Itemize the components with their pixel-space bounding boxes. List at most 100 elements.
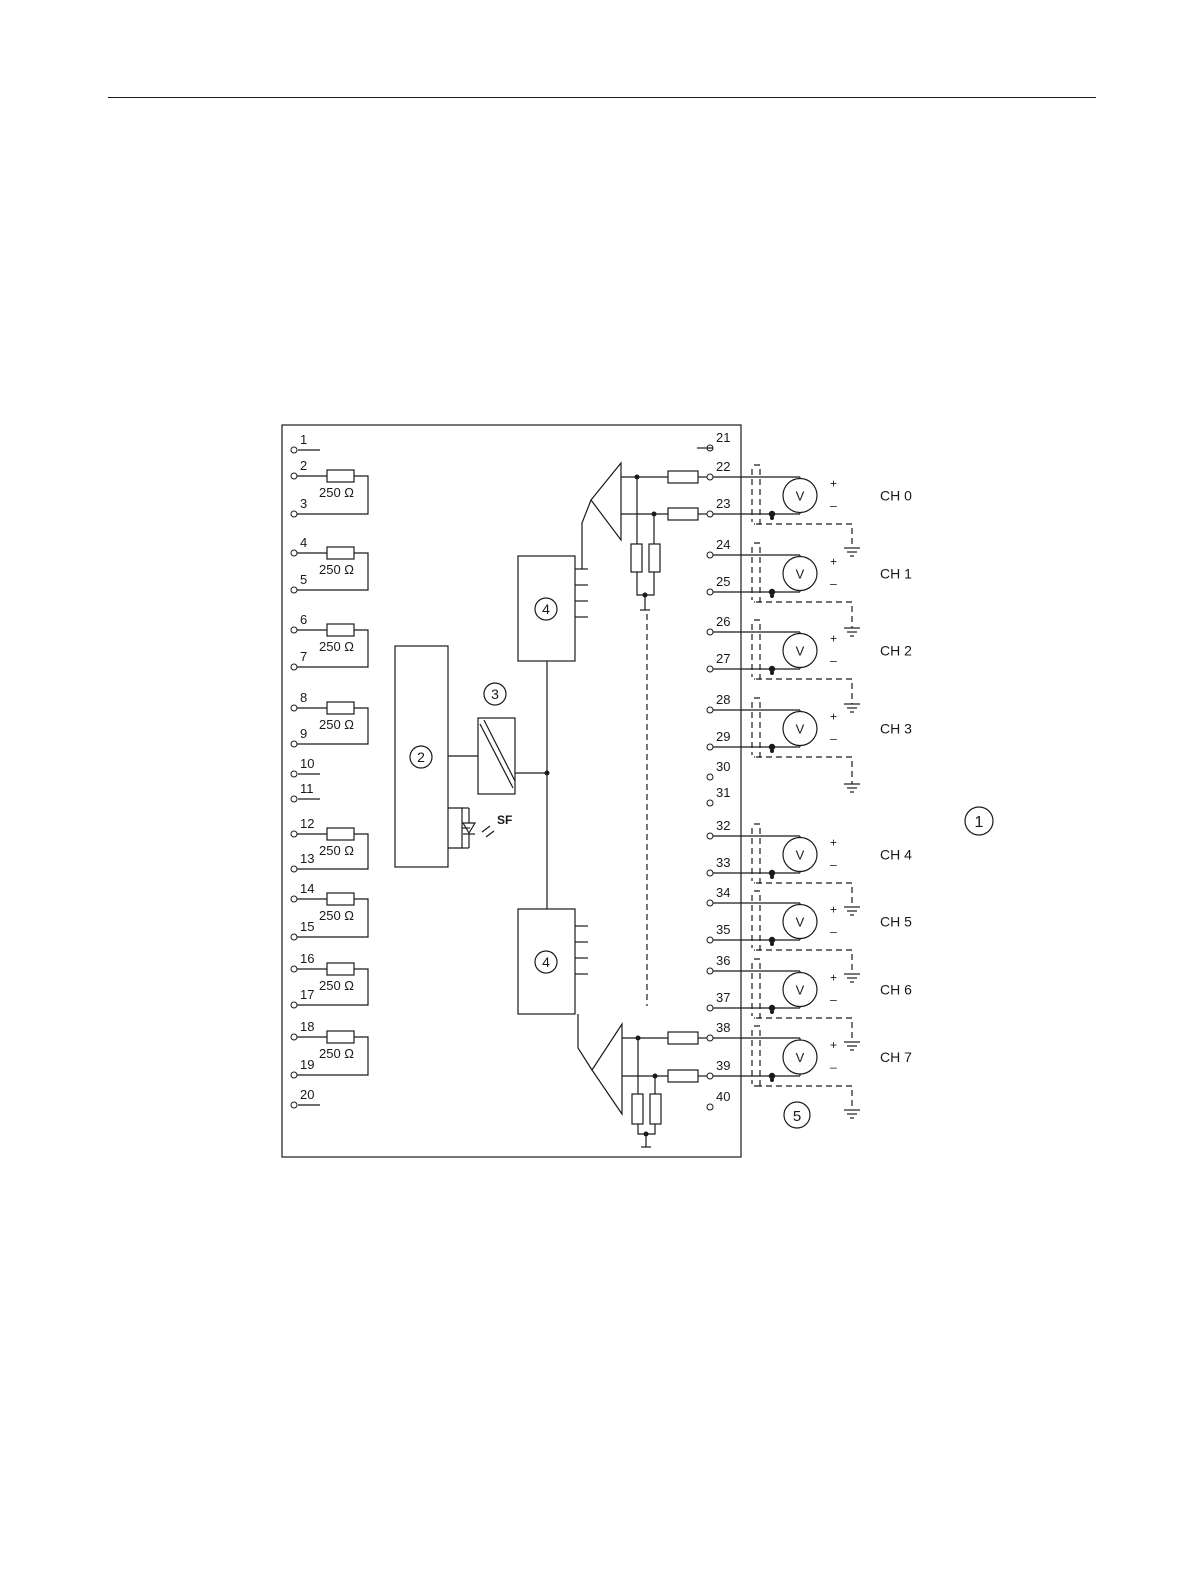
cable-shield [754, 543, 760, 602]
channel-label: CH 3 [880, 721, 912, 737]
terminal-9 [291, 741, 297, 747]
voltage-source-symbol: V [796, 489, 805, 504]
terminal-28 [707, 707, 713, 713]
terminal-38 [707, 1035, 713, 1041]
terminal-label-21: 21 [716, 430, 730, 445]
terminal-22 [707, 474, 713, 480]
channel-ch2: V+–CH 2 [713, 620, 912, 712]
terminal-4 [291, 550, 297, 556]
sf-led-label: SF [497, 813, 512, 827]
channel-label: CH 7 [880, 1049, 912, 1065]
minus-sign: – [830, 732, 837, 746]
terminal-label-17: 17 [300, 987, 314, 1002]
resistor-value-label: 250 Ω [319, 908, 354, 923]
plus-sign: + [830, 710, 837, 724]
terminal-label-8: 8 [300, 690, 307, 705]
channel-label: CH 5 [880, 914, 912, 930]
terminal-label-2: 2 [300, 458, 307, 473]
voltage-source-symbol: V [796, 848, 805, 863]
terminal-16 [291, 966, 297, 972]
terminal-40 [707, 1104, 713, 1110]
cable-shield [754, 698, 760, 757]
channel-ch4: V+–CH 4 [713, 824, 912, 915]
terminal-label-4: 4 [300, 535, 307, 550]
terminal-label-24: 24 [716, 537, 730, 552]
channel-label: CH 0 [880, 488, 912, 504]
terminal-13 [291, 866, 297, 872]
terminal-2 [291, 473, 297, 479]
terminal-33 [707, 870, 713, 876]
terminal-label-1: 1 [300, 432, 307, 447]
cable-shield [754, 959, 760, 1018]
terminal-label-31: 31 [716, 785, 730, 800]
terminal-19 [291, 1072, 297, 1078]
channel-label: CH 1 [880, 566, 912, 582]
cable-shield [754, 824, 760, 883]
shield-ground-link [756, 602, 852, 628]
channel-label: CH 6 [880, 982, 912, 998]
callout-4-upper-label: 4 [542, 601, 550, 617]
channel-ch6: V+–CH 6 [713, 959, 912, 1050]
plus-sign: + [830, 836, 837, 850]
terminal-label-36: 36 [716, 953, 730, 968]
terminal-label-25: 25 [716, 574, 730, 589]
terminal-3 [291, 511, 297, 517]
terminal-35 [707, 937, 713, 943]
callout-3-label: 3 [491, 686, 499, 702]
minus-sign: – [830, 993, 837, 1007]
terminal-26 [707, 629, 713, 635]
minus-sign: – [830, 654, 837, 668]
terminal-label-26: 26 [716, 614, 730, 629]
resistor-value-label: 250 Ω [319, 639, 354, 654]
terminal-label-33: 33 [716, 855, 730, 870]
callout-1-label: 1 [975, 814, 984, 831]
minus-sign: – [830, 858, 837, 872]
terminal-7 [291, 664, 297, 670]
callout-2-label: 2 [417, 749, 425, 765]
terminal-label-23: 23 [716, 496, 730, 511]
terminal-label-15: 15 [300, 919, 314, 934]
terminal-10 [291, 771, 297, 777]
minus-sign: – [830, 499, 837, 513]
cable-shield [754, 1026, 760, 1086]
channel-ch0: V + – CH 0 [713, 465, 912, 556]
voltage-source-symbol: V [796, 722, 805, 737]
cable-shield [754, 891, 760, 950]
terminal-label-7: 7 [300, 649, 307, 664]
voltage-source-symbol: V [796, 1050, 805, 1065]
terminal-label-18: 18 [300, 1019, 314, 1034]
minus-sign: – [830, 577, 837, 591]
terminal-20 [291, 1102, 297, 1108]
channel-ch3: V + – CH 3 [713, 698, 912, 792]
terminal-label-27: 27 [716, 651, 730, 666]
plus-sign: + [830, 903, 837, 917]
terminal-label-39: 39 [716, 1058, 730, 1073]
terminal-label-6: 6 [300, 612, 307, 627]
voltage-source-symbol: V [796, 567, 805, 582]
terminal-label-10: 10 [300, 756, 314, 771]
minus-sign: – [830, 1060, 837, 1074]
terminal-label-9: 9 [300, 726, 307, 741]
terminal-1 [291, 447, 297, 453]
terminal-30 [707, 774, 713, 780]
terminal-label-37: 37 [716, 990, 730, 1005]
terminal-label-13: 13 [300, 851, 314, 866]
voltage-source-symbol: V [796, 915, 805, 930]
minus-sign: – [830, 925, 837, 939]
terminal-label-16: 16 [300, 951, 314, 966]
terminal-label-29: 29 [716, 729, 730, 744]
terminal-label-40: 40 [716, 1089, 730, 1104]
terminal-24 [707, 552, 713, 558]
resistor-value-label: 250 Ω [319, 978, 354, 993]
plus-sign: + [830, 971, 837, 985]
channel-ch1: V + – CH 1 [713, 543, 912, 636]
plus-sign: + [830, 555, 837, 569]
terminal-label-5: 5 [300, 572, 307, 587]
cable-shield [754, 620, 760, 679]
plus-sign: + [830, 477, 837, 491]
terminal-6 [291, 627, 297, 633]
voltage-source-symbol: V [796, 644, 805, 659]
channel-circuits: V+–CH 0V+–CH 1V+–CH 2V+–CH 3V+–CH 4V+–CH… [713, 465, 912, 1118]
terminal-8 [291, 705, 297, 711]
